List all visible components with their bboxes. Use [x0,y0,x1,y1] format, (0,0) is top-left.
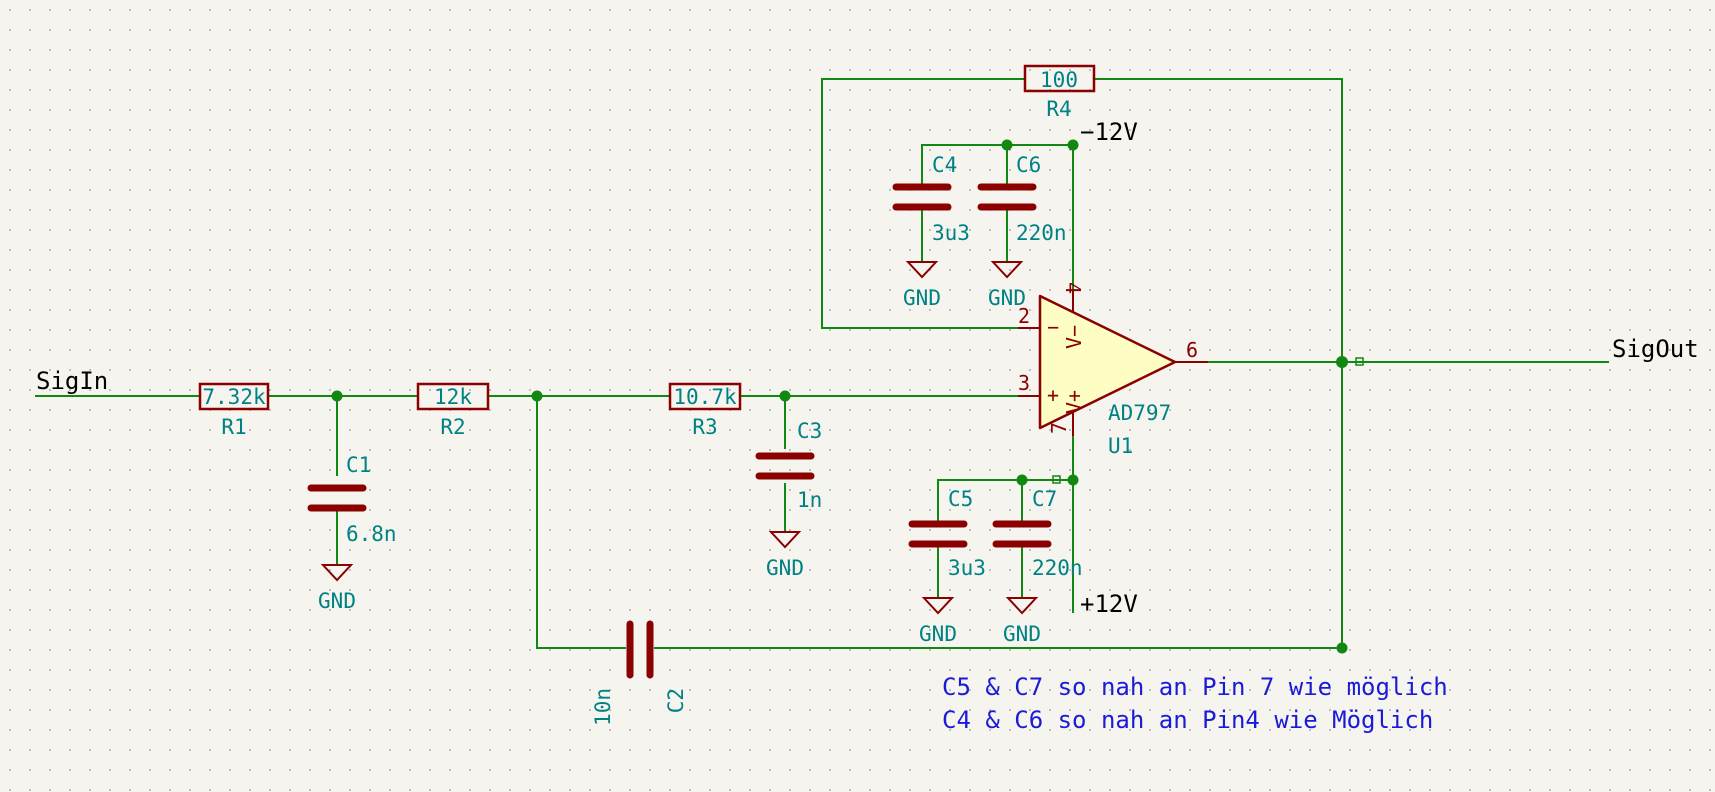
junction-c2-output [1336,642,1348,654]
ground-label: GND [318,589,356,613]
capacitor-c5[interactable]: C5 3u3 [908,487,986,580]
ground-c1: GND [318,564,356,613]
net-label-neg-supply: −12V [1080,118,1138,146]
r4-ref: R4 [1046,97,1071,121]
junction-r2-c2 [531,390,543,402]
junction-r3-c3 [779,390,791,402]
c1-value: 6.8n [346,522,397,546]
c5-value: 3u3 [948,556,986,580]
ground-c7: GND [1003,597,1041,646]
junction-output [1336,356,1348,368]
net-label-sigout: SigOut [1612,335,1699,363]
resistor-body [198,382,270,411]
inverting-sign: − [1047,315,1059,339]
r2-value: 12k [434,385,472,409]
capacitor-c1[interactable]: C1 6.8n [307,453,397,546]
r2-ref: R2 [440,415,465,439]
pin-number-6: 6 [1186,338,1198,362]
opamp-triangle-icon [1038,294,1177,430]
no-connect-marker-out [1355,357,1364,366]
net-label-pos-supply: +12V [1080,590,1138,618]
ground-symbol-icon [768,531,802,549]
ground-label: GND [1003,622,1041,646]
capacitor-c3[interactable]: C3 1n [755,419,822,512]
pin-number-7: 7 [1047,422,1071,434]
noninverting-sign: + [1047,383,1059,407]
ground-symbol-icon [1005,597,1039,615]
ground-label: GND [766,556,804,580]
c6-ref: C6 [1016,153,1041,177]
c4-value: 3u3 [932,221,970,245]
r1-value: 7.32k [202,385,266,409]
pin-number-2: 2 [1018,304,1030,328]
ground-c5: GND [919,597,957,646]
capacitor-c4[interactable]: C4 3u3 [892,153,970,245]
capacitor-c6[interactable]: C6 220n [977,153,1067,245]
ground-c6: GND [988,261,1026,310]
ground-symbol-icon [320,564,354,582]
ground-c4: GND [903,261,941,310]
ground-symbol-icon [921,597,955,615]
r3-value: 10.7k [673,385,737,409]
junction-vpos [1067,474,1079,486]
capacitor-c2[interactable]: 10n C2 [591,620,688,726]
pin-number-4: 4 [1061,282,1085,294]
resistor-body [668,382,742,411]
c5-ref: C5 [948,487,973,511]
r1-ref: R1 [221,415,246,439]
ground-label: GND [919,622,957,646]
c4-ref: C4 [932,153,957,177]
c2-value: 10n [591,688,615,726]
ground-symbol-icon [990,261,1024,279]
ground-label: GND [988,286,1026,310]
u1-ref: U1 [1108,434,1133,458]
note-c5-c7: C5 & C7 so nah an Pin 7 wie möglich [942,673,1448,701]
junction-c6-top [1001,139,1013,151]
capacitor-c7[interactable]: C7 220n [992,487,1083,580]
ground-symbol-icon [905,261,939,279]
r3-ref: R3 [692,415,717,439]
ground-c3: GND [766,531,804,580]
resistor-body [416,382,490,411]
c7-value: 220n [1032,556,1083,580]
junction-vneg [1067,139,1079,151]
u1-value: AD797 [1108,401,1171,425]
net-label-sigin: SigIn [36,367,108,395]
resistor-r1[interactable]: 7.32k R1 [198,382,270,439]
c3-value: 1n [797,488,822,512]
resistor-body [1023,64,1096,93]
c6-value: 220n [1016,221,1067,245]
resistor-r2[interactable]: 12k R2 [416,382,490,439]
no-connect-marker-vpos [1052,475,1061,484]
r4-value: 100 [1040,68,1078,92]
c2-ref: C2 [664,688,688,713]
junction-r1-c1 [331,390,343,402]
c7-ref: C7 [1032,487,1057,511]
c1-ref: C1 [346,453,371,477]
c3-ref: C3 [797,419,822,443]
junctions [331,139,1364,654]
resistor-r3[interactable]: 10.7k R3 [668,382,742,439]
ground-label: GND [903,286,941,310]
pin-number-3: 3 [1018,371,1030,395]
opamp-u1[interactable]: 2 3 6 4 7 − + V− V+ AD797 U1 [1018,282,1208,458]
vneg-label: V− [1062,325,1086,349]
vpos-label: V+ [1062,390,1086,414]
junction-c7-top [1016,474,1028,486]
note-c4-c6: C4 & C6 so nah an Pin4 wie Möglich [942,706,1433,734]
resistor-r4[interactable]: 100 R4 [1023,64,1096,121]
